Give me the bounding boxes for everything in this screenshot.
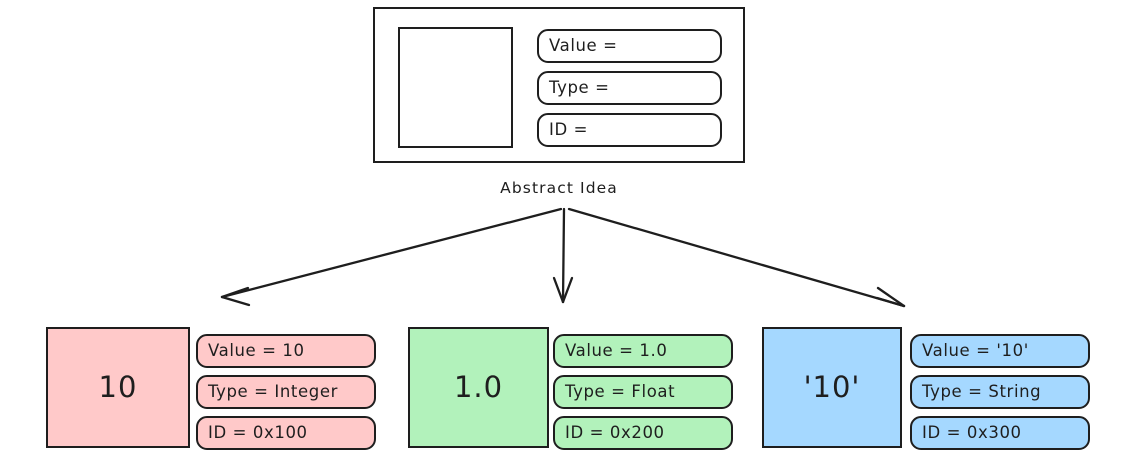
instance-string-value-field[interactable]: Value = '10' (910, 334, 1090, 368)
instance-integer-id-field-text: ID = 0x100 (208, 422, 308, 442)
instance-float-type-field[interactable]: Type = Float (553, 375, 733, 409)
instance-float-value-text: 1.0 (453, 370, 504, 404)
instance-string-type-field[interactable]: Type = String (910, 375, 1090, 409)
instance-integer-value-box[interactable]: 10 (46, 327, 190, 448)
instance-float-value-field-text: Value = 1.0 (565, 340, 668, 360)
instance-integer-id-field[interactable]: ID = 0x100 (196, 416, 376, 450)
instance-string-id-field-text: ID = 0x300 (922, 422, 1022, 442)
instance-float-value-box[interactable]: 1.0 (408, 327, 549, 448)
arrow-to-integer (220, 207, 563, 307)
instance-string-value-text: '10' (803, 370, 861, 404)
instance-string-value-field-text: Value = '10' (922, 340, 1029, 360)
instance-integer-value-field[interactable]: Value = 10 (196, 334, 376, 368)
instance-integer-value-field-text: Value = 10 (208, 340, 305, 360)
instance-integer-value-text: 10 (98, 370, 138, 404)
arrow-to-float (552, 207, 574, 304)
abstract-node-id-field[interactable]: ID = (537, 113, 722, 147)
instance-float-type-field-text: Type = Float (565, 381, 676, 401)
instance-integer-type-field-text: Type = Integer (208, 381, 338, 401)
abstract-node-container[interactable] (373, 7, 745, 163)
instance-string-value-box[interactable]: '10' (762, 327, 902, 448)
instance-float-id-field[interactable]: ID = 0x200 (553, 416, 733, 450)
instance-string-type-field-text: Type = String (922, 381, 1042, 401)
instance-integer-type-field[interactable]: Type = Integer (196, 375, 376, 409)
abstract-node-id-field-text: ID = (549, 119, 589, 139)
instance-float-value-field[interactable]: Value = 1.0 (553, 334, 733, 368)
edge-label-abstract-idea: Abstract Idea (500, 179, 618, 197)
arrow-to-string (567, 207, 906, 308)
abstract-node-type-field-text: Type = (549, 77, 610, 97)
abstract-node-type-field[interactable]: Type = (537, 71, 722, 105)
instance-float-id-field-text: ID = 0x200 (565, 422, 665, 442)
abstract-node-value-field[interactable]: Value = (537, 29, 722, 63)
abstract-node-value-preview[interactable] (398, 27, 513, 148)
instance-string-id-field[interactable]: ID = 0x300 (910, 416, 1090, 450)
abstract-node-value-field-text: Value = (549, 35, 618, 55)
